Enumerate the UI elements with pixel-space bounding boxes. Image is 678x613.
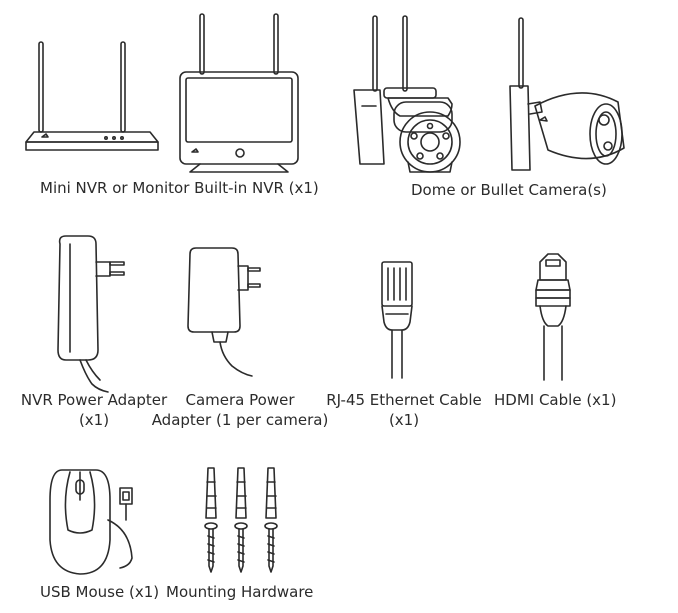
monitor-nvr-icon: [179, 13, 299, 173]
label-camera-power-line-2: Adapter (1 per camera): [151, 411, 329, 429]
nvr-power-adapter-icon: [57, 235, 125, 393]
label-nvr-line-1: Mini NVR or Monitor Built-in NVR (x1): [40, 179, 319, 197]
camera-power-adapter-icon: [187, 247, 261, 377]
bullet-camera-icon: [509, 17, 625, 171]
label-ethernet-line-1: RJ-45 Ethernet Cable: [326, 391, 482, 409]
label-camera-power-line-1: Camera Power: [185, 391, 295, 409]
label-hardware-line-1: Mounting Hardware: [166, 583, 314, 601]
label-nvr-power-line-1: NVR Power Adapter: [20, 391, 168, 409]
label-nvr-power-line-2: (x1): [78, 411, 110, 429]
label-camera-power: Camera Power Adapter (1 per camera): [145, 390, 335, 430]
label-mouse-line-1: USB Mouse (x1): [40, 583, 160, 601]
hdmi-cable-icon: [535, 253, 571, 381]
mini-nvr-icon: [25, 41, 159, 151]
label-ethernet: RJ-45 Ethernet Cable (x1): [318, 390, 490, 430]
mounting-hardware-icon: [204, 467, 278, 573]
label-hardware: Mounting Hardware: [166, 582, 313, 602]
label-nvr: Mini NVR or Monitor Built-in NVR (x1): [40, 178, 319, 198]
label-camera: Dome or Bullet Camera(s): [411, 180, 607, 200]
label-ethernet-line-2: (x1): [388, 411, 420, 429]
label-mouse: USB Mouse (x1): [40, 582, 159, 602]
usb-mouse-icon: [49, 469, 133, 575]
ethernet-cable-icon: [381, 261, 413, 379]
label-hdmi: HDMI Cable (x1): [494, 390, 616, 410]
label-hdmi-line-1: HDMI Cable (x1): [494, 391, 617, 409]
label-nvr-power: NVR Power Adapter (x1): [16, 390, 172, 430]
label-camera-line-1: Dome or Bullet Camera(s): [411, 181, 607, 199]
dome-camera-icon: [353, 15, 461, 173]
